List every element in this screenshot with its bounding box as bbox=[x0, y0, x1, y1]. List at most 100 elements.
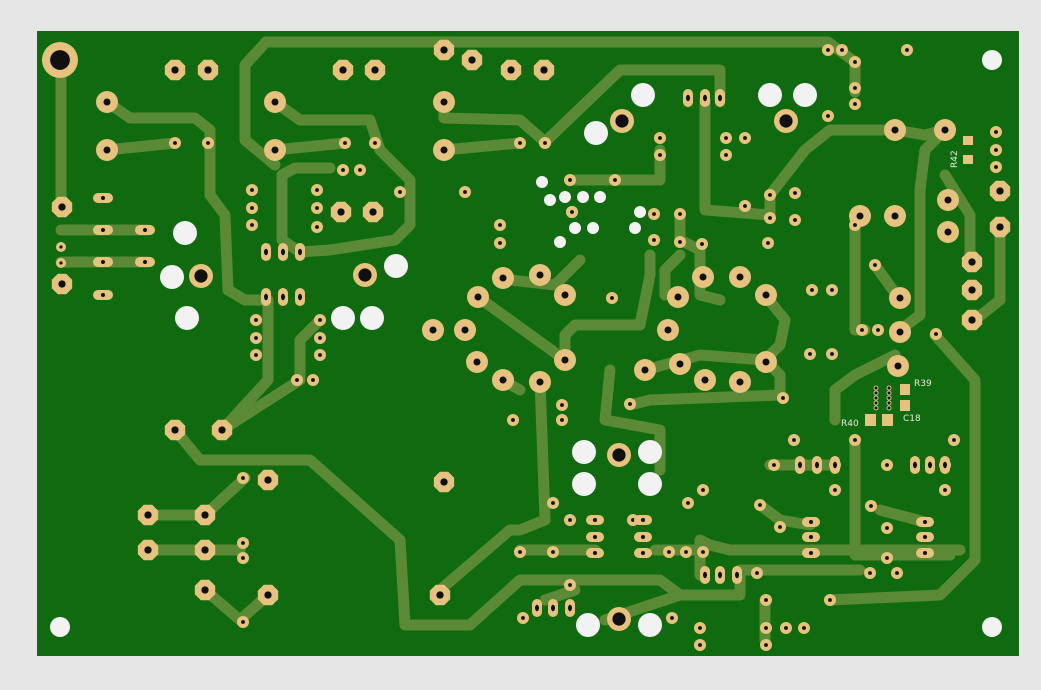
via-pad bbox=[564, 174, 576, 186]
round-pad bbox=[96, 139, 118, 161]
via-pad bbox=[337, 164, 349, 176]
via-pad bbox=[822, 44, 834, 56]
round-pad bbox=[755, 351, 777, 373]
via-pad bbox=[826, 284, 838, 296]
via-pad bbox=[606, 292, 618, 304]
via-pad bbox=[881, 522, 893, 534]
via-pad bbox=[822, 110, 834, 122]
white-hole bbox=[758, 83, 782, 107]
oval-pad-vertical bbox=[278, 243, 288, 261]
small-white-hole bbox=[536, 176, 548, 188]
round-pad bbox=[264, 139, 286, 161]
via-pad bbox=[682, 497, 694, 509]
round-pad bbox=[529, 264, 551, 286]
via-pad bbox=[654, 132, 666, 144]
oval-pad-vertical bbox=[700, 566, 710, 584]
via-pad bbox=[246, 184, 258, 196]
ic-pin bbox=[873, 385, 879, 391]
via-pad bbox=[891, 567, 903, 579]
oval-pad-horizontal bbox=[802, 532, 820, 542]
round-pad bbox=[454, 319, 476, 341]
via-pad bbox=[250, 332, 262, 344]
smd-pad-r39 bbox=[900, 384, 910, 395]
through-hole-pad bbox=[533, 59, 555, 81]
ic-pin bbox=[873, 390, 879, 396]
via-pad bbox=[788, 434, 800, 446]
via-pad bbox=[494, 237, 506, 249]
through-hole-pad bbox=[257, 469, 279, 491]
via-pad bbox=[648, 208, 660, 220]
via-pad bbox=[56, 242, 66, 252]
via-pad bbox=[789, 214, 801, 226]
via-pad bbox=[881, 459, 893, 471]
small-white-hole bbox=[559, 191, 571, 203]
through-hole-pad bbox=[332, 59, 354, 81]
through-hole-pad bbox=[211, 419, 233, 441]
small-white-hole bbox=[554, 236, 566, 248]
via-pad bbox=[674, 236, 686, 248]
label-r39: R39 bbox=[914, 379, 932, 389]
oval-pad-vertical bbox=[732, 566, 742, 584]
round-pad bbox=[634, 359, 656, 381]
ic-pin bbox=[886, 390, 892, 396]
round-pad bbox=[937, 221, 959, 243]
large-pad bbox=[610, 109, 634, 133]
through-hole-pad bbox=[433, 39, 455, 61]
via-pad bbox=[696, 238, 708, 250]
mounting-hole-pad bbox=[42, 42, 78, 78]
via-pad bbox=[865, 500, 877, 512]
round-pad bbox=[466, 351, 488, 373]
via-pad bbox=[849, 98, 861, 110]
via-pad bbox=[930, 328, 942, 340]
white-hole bbox=[638, 613, 662, 637]
via-pad bbox=[754, 499, 766, 511]
mounting-hole bbox=[982, 617, 1002, 637]
via-pad bbox=[789, 187, 801, 199]
round-pad bbox=[422, 319, 444, 341]
oval-pad-vertical bbox=[830, 456, 840, 474]
oval-pad-horizontal bbox=[135, 257, 155, 267]
oval-pad-vertical bbox=[295, 243, 305, 261]
via-pad bbox=[609, 174, 621, 186]
oval-pad-vertical bbox=[700, 89, 710, 107]
oval-pad-horizontal bbox=[634, 532, 652, 542]
label-r42: R42 bbox=[950, 150, 960, 168]
component-pads bbox=[42, 39, 1011, 651]
via-pad bbox=[314, 332, 326, 344]
white-hole bbox=[572, 472, 596, 496]
through-hole-pad bbox=[989, 180, 1011, 202]
round-pad bbox=[492, 267, 514, 289]
via-pad bbox=[56, 258, 66, 268]
white-hole bbox=[576, 613, 600, 637]
small-white-hole bbox=[629, 222, 641, 234]
via-pad bbox=[307, 374, 319, 386]
oval-pad-vertical bbox=[261, 243, 271, 261]
oval-pad-horizontal bbox=[802, 517, 820, 527]
via-pad bbox=[720, 149, 732, 161]
through-hole-pad bbox=[330, 201, 352, 223]
label-r40: R40 bbox=[841, 419, 859, 429]
white-hole bbox=[638, 472, 662, 496]
white-hole bbox=[638, 440, 662, 464]
via-pad bbox=[369, 137, 381, 149]
white-hole bbox=[631, 83, 655, 107]
oval-pad-horizontal bbox=[586, 532, 604, 542]
via-pad bbox=[864, 567, 876, 579]
via-pad bbox=[291, 374, 303, 386]
via-pad bbox=[798, 622, 810, 634]
large-pad bbox=[189, 264, 213, 288]
via-pad bbox=[697, 546, 709, 558]
via-pad bbox=[720, 132, 732, 144]
small-white-hole bbox=[634, 206, 646, 218]
oval-pad-horizontal bbox=[634, 515, 652, 525]
round-pad bbox=[934, 119, 956, 141]
round-pad bbox=[729, 371, 751, 393]
oval-pad-vertical bbox=[565, 599, 575, 617]
round-pad bbox=[433, 91, 455, 113]
through-hole-pad bbox=[429, 584, 451, 606]
oval-pad-horizontal bbox=[586, 548, 604, 558]
through-hole-pad bbox=[257, 584, 279, 606]
round-pad bbox=[657, 319, 679, 341]
via-pad bbox=[311, 202, 323, 214]
via-pad bbox=[354, 164, 366, 176]
